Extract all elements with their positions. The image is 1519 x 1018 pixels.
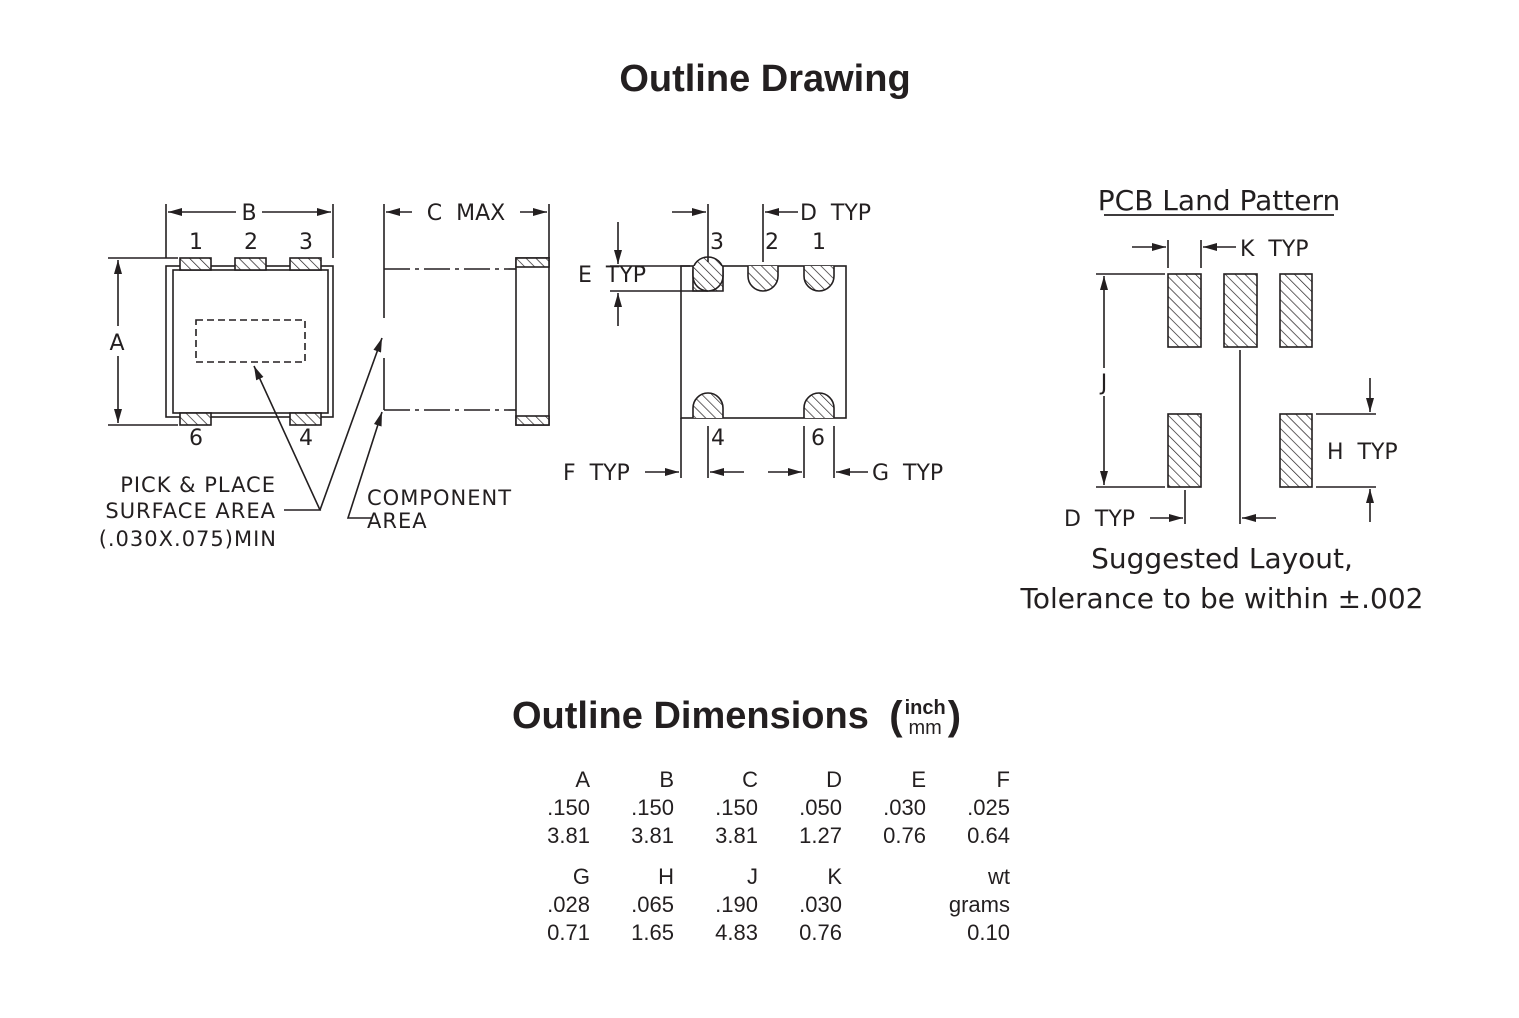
table-header-cell: wt <box>988 864 1010 889</box>
land-pad-2 <box>1223 273 1258 348</box>
pad-6 <box>179 412 212 426</box>
bottom-pin-label-3: 3 <box>710 230 724 255</box>
table-header-cell: A <box>575 767 590 792</box>
table-cell: 0.76 <box>799 920 842 945</box>
table-cell: 0.64 <box>967 823 1010 848</box>
bottom-pin-label-1: 1 <box>812 230 826 255</box>
table-cell: .030 <box>883 795 926 820</box>
pcb-note-line-2: Tolerance to be within ±.002 <box>1020 582 1424 615</box>
table-header-cell: E <box>911 767 926 792</box>
table-cell: 1.27 <box>799 823 842 848</box>
table-cell <box>842 919 926 947</box>
pad-3 <box>289 257 322 271</box>
table-row: G H J K wt <box>506 863 1010 891</box>
table-cell: .028 <box>547 892 590 917</box>
dim-label-e-typ: E TYP <box>578 263 646 288</box>
outline-drawing-title: Outline Drawing <box>619 58 911 100</box>
pad-4 <box>289 412 322 426</box>
pick-place-area <box>195 319 306 363</box>
table-cell: grams <box>948 892 1010 917</box>
pcb-note-line-1: Suggested Layout, <box>1091 542 1353 575</box>
dimensions-table-1: A B C D E F .150 .150 .150 .050 .030 .02… <box>506 766 1010 850</box>
pick-place-label-1: PICK & PLACE <box>120 473 276 497</box>
table-cell: 4.83 <box>715 920 758 945</box>
table-header-cell: K <box>827 864 842 889</box>
table-cell: .025 <box>967 795 1010 820</box>
table-header-cell: B <box>659 767 674 792</box>
bottom-pin-label-2: 2 <box>765 230 779 255</box>
table-row: A B C D E F <box>506 766 1010 794</box>
side-view <box>346 204 550 519</box>
dim-label-a: A <box>109 331 124 356</box>
component-label-2: AREA <box>367 509 428 533</box>
pcb-dim-label-j: J <box>1099 371 1108 396</box>
unit-open-paren: ( <box>889 694 903 738</box>
land-pad-5 <box>1279 413 1313 488</box>
pcb-land-pattern-title: PCB Land Pattern <box>1098 184 1340 217</box>
unit-inch: inch <box>904 697 946 720</box>
land-pad-1 <box>1167 273 1202 348</box>
table-cell: 3.81 <box>631 823 674 848</box>
table-cell: .030 <box>799 892 842 917</box>
table-cell <box>842 891 926 919</box>
pin-label-4: 4 <box>299 426 313 451</box>
bottom-pin-label-6: 6 <box>811 426 825 451</box>
table-cell: 0.10 <box>967 920 1010 945</box>
unit-close-paren: ) <box>947 694 962 738</box>
table-cell: .150 <box>631 795 674 820</box>
pad-2 <box>234 257 267 271</box>
table-row: 0.71 1.65 4.83 0.76 0.10 <box>506 919 1010 947</box>
component-label-1: COMPONENT <box>367 486 512 510</box>
table-header-cell: J <box>747 864 758 889</box>
land-pad-3 <box>1279 273 1313 348</box>
table-cell: 1.65 <box>631 920 674 945</box>
dim-label-f-typ: F TYP <box>563 461 630 486</box>
pad-1 <box>179 257 212 271</box>
top-view <box>108 204 383 511</box>
outline-dimensions-title: Outline Dimensions <box>512 695 869 737</box>
pcb-dim-label-d-typ: D TYP <box>1064 507 1135 532</box>
dim-label-g-typ: G TYP <box>872 461 943 486</box>
bottom-view <box>610 204 868 478</box>
table-cell: 3.81 <box>715 823 758 848</box>
pin-label-6: 6 <box>189 426 203 451</box>
table-cell: .190 <box>715 892 758 917</box>
dim-label-b: B <box>241 201 256 226</box>
table-cell: .150 <box>547 795 590 820</box>
land-pad-4 <box>1167 413 1202 488</box>
table-header-cell: C <box>742 767 758 792</box>
table-header-cell: D <box>826 767 842 792</box>
dimensions-table-2: G H J K wt .028 .065 .190 .030 grams 0.7… <box>506 863 1010 947</box>
table-row: .150 .150 .150 .050 .030 .025 <box>506 794 1010 822</box>
table-cell: 0.76 <box>883 823 926 848</box>
pin-label-2: 2 <box>244 230 258 255</box>
dim-label-c-max: C MAX <box>427 201 505 226</box>
pcb-dim-label-k-typ: K TYP <box>1240 237 1309 262</box>
pin-label-1: 1 <box>189 230 203 255</box>
table-cell: 3.81 <box>547 823 590 848</box>
unit-mm: mm <box>908 717 942 740</box>
table-cell: .065 <box>631 892 674 917</box>
table-header-cell: G <box>572 864 590 889</box>
table-cell: .050 <box>799 795 842 820</box>
pcb-dim-label-h-typ: H TYP <box>1327 440 1398 465</box>
pcb-land-pattern <box>1096 214 1376 524</box>
table-header-cell <box>842 863 926 891</box>
table-row: 3.81 3.81 3.81 1.27 0.76 0.64 <box>506 822 1010 850</box>
bottom-pin-label-4: 4 <box>711 426 725 451</box>
pick-place-label-3: (.030X.075)MIN <box>99 527 277 551</box>
pick-place-label-2: SURFACE AREA <box>105 499 276 523</box>
table-row: .028 .065 .190 .030 grams <box>506 891 1010 919</box>
table-cell: .150 <box>715 795 758 820</box>
table-header-cell: H <box>658 864 674 889</box>
pin-label-3: 3 <box>299 230 313 255</box>
dim-label-d-typ: D TYP <box>800 201 871 226</box>
table-header-cell: F <box>996 767 1010 792</box>
table-cell: 0.71 <box>547 920 590 945</box>
